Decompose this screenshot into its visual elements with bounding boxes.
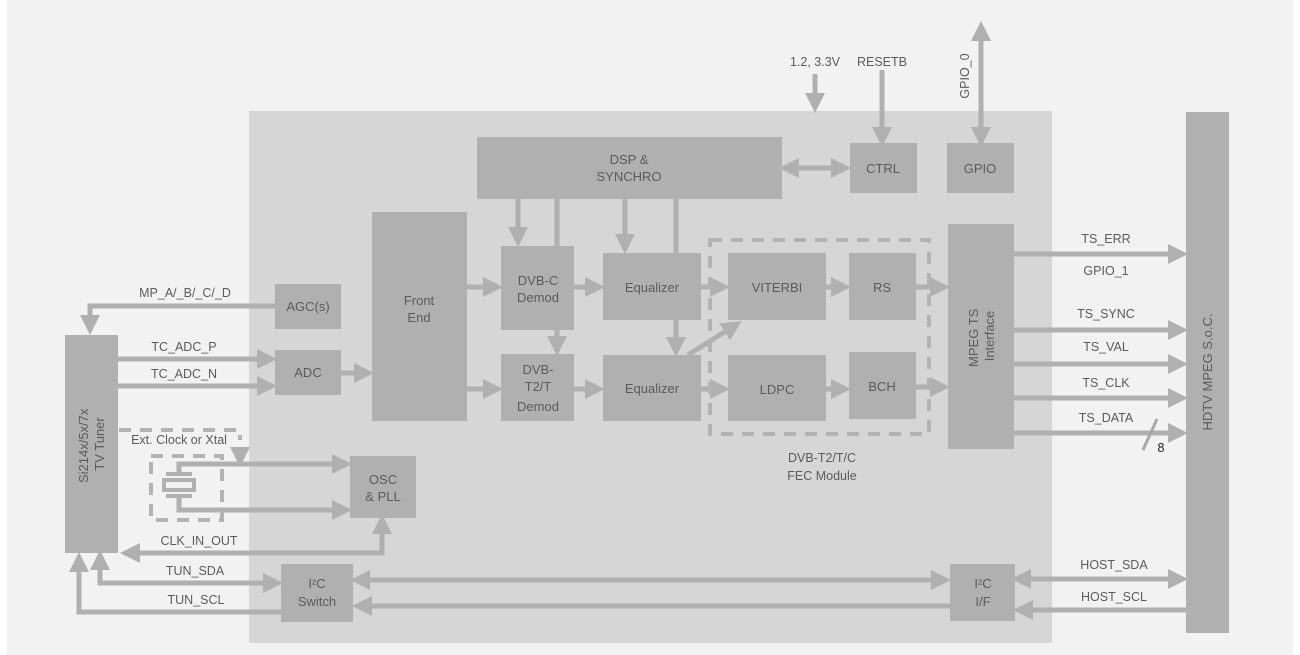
ctrl-label: CTRL [866,161,900,176]
front-end-label-line2: End [407,310,430,325]
dvbt-demod-block: DVB- T2/T Demod [501,354,574,421]
gpio-block: GPIO [947,143,1014,193]
dvbt-label-line2: T2/T [525,379,552,394]
tun-sda-arrow [90,549,283,593]
soc-block: HDTV MPEG S.o.C. [1186,112,1229,633]
mpeg-ts-label-line2: Interface [982,311,997,362]
soc-label: HDTV MPEG S.o.C. [1200,313,1215,430]
bch-label: BCH [868,379,895,394]
tun-sda-label: TUN_SDA [166,564,225,578]
gpio-label: GPIO [964,161,997,176]
xtal-dashed-box [149,454,224,522]
crystal-icon [162,472,196,498]
host-sda-label: HOST_SDA [1080,558,1148,572]
i2c-switch-label-line1: I²C [308,576,325,591]
agc-label: AGC(s) [286,299,329,314]
dsp-label-line2: SYNCHRO [596,169,661,184]
clk-in-out-arrow [120,513,392,563]
ts-err-label: TS_ERR [1081,232,1130,246]
ts-sync-label: TS_SYNC [1077,307,1135,321]
dvbc-label-line1: DVB-C [518,273,558,288]
i2c-switch-label-line2: Switch [298,594,336,609]
rs-label: RS [873,280,891,295]
svg-text:MPEG TS Interface: MPEG TS Interface [966,305,997,367]
equalizer-c-block: Equalizer [603,253,701,320]
xtal-osc-top-arrow [176,454,352,475]
tuner-label-line1: Si214x/5x/7x [76,408,91,483]
equalizer-c-label: Equalizer [625,280,680,295]
ldpc-label: LDPC [760,382,795,397]
dvbt-label-line1: DVB- [522,362,553,377]
osc-label-line1: OSC [369,472,397,487]
xtal-osc-bottom-arrow [176,496,352,520]
dsp-synchro-block: DSP & SYNCHRO [477,137,782,199]
tc-adc-n-label: TC_ADC_N [151,367,217,381]
ts-data-width-label: 8 [1158,441,1165,455]
i2c-if-label-line2: I/F [975,594,990,609]
mpeg-ts-label-line1: MPEG TS [966,308,981,367]
equalizer-t-label: Equalizer [625,381,680,396]
dvbc-label-line2: Demod [517,290,559,305]
mp-arrow [80,303,275,335]
ldpc-block: LDPC [728,355,826,421]
i2c-if-label-line1: I²C [974,576,991,591]
adc-block: ADC [275,350,341,395]
mp-signal-label: MP_A/_B/_C/_D [139,286,231,300]
tun-scl-arrow [69,552,281,615]
bch-block: BCH [849,352,916,419]
front-end-label-line1: Front [404,293,435,308]
dvbt-label-line3: Demod [517,399,559,414]
mpeg-ts-interface-block: MPEG TS Interface [948,224,1014,449]
fec-module-label-line2: FEC Module [787,469,857,483]
rs-block: RS [849,253,916,320]
tuner-label-line2: TV Tuner [92,417,107,471]
ext-clock-label: Ext. Clock or Xtal [131,433,227,447]
fec-module-dashed-box [708,238,931,436]
tuner-block: Si214x/5x/7x TV Tuner [65,335,118,553]
tun-scl-label: TUN_SCL [168,593,225,607]
osc-label-line2: & PLL [365,489,400,504]
front-end-block: Front End [372,212,467,421]
host-scl-label: HOST_SCL [1081,590,1147,604]
agc-block: AGC(s) [275,284,341,329]
ctrl-block: CTRL [850,143,917,193]
adc-label: ADC [294,365,321,380]
ext-clock-dashed-outline [119,428,242,440]
gpio0-label: GPIO_0 [958,53,972,98]
ts-data-bus-slash [1141,418,1159,451]
ts-val-label: TS_VAL [1083,340,1129,354]
clk-in-out-label: CLK_IN_OUT [160,534,237,548]
dvbc-demod-block: DVB-C Demod [501,246,574,330]
dsp-label-line1: DSP & [610,152,649,167]
equalizer-t-block: Equalizer [603,355,701,421]
gpio1-label: GPIO_1 [1083,264,1128,278]
i2c-if-block: I²C I/F [950,564,1015,621]
osc-pll-block: OSC & PLL [350,456,416,518]
resetb-label: RESETB [857,55,907,69]
tc-adc-p-label: TC_ADC_P [151,340,216,354]
viterbi-label: VITERBI [752,280,803,295]
ts-clk-label: TS_CLK [1082,376,1130,390]
viterbi-block: VITERBI [728,253,826,320]
svg-text:Si214x/5x/7x TV Tuner: Si214x/5x/7x TV Tuner [76,405,107,483]
fec-module-label-line1: DVB-T2/T/C [788,451,856,465]
ts-data-label: TS_DATA [1079,411,1134,425]
power-label: 1.2, 3.3V [790,55,841,69]
i2c-switch-block: I²C Switch [281,564,353,622]
